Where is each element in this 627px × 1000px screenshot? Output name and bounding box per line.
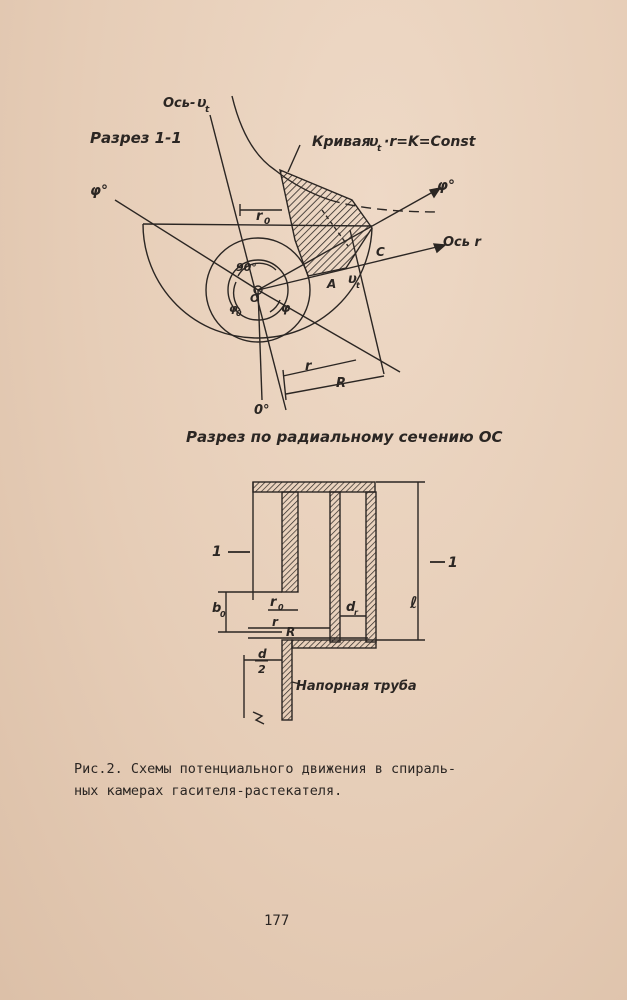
point-a-label: A bbox=[326, 277, 336, 291]
r0-label: r bbox=[256, 209, 264, 224]
bottom-labels: 1 1 b 0 r 0 r R d r ℓ d 2 Напорная труба bbox=[212, 544, 458, 694]
b0-sub: 0 bbox=[220, 610, 226, 619]
page-number: 177 bbox=[264, 913, 290, 929]
zero-deg-label: 0° bbox=[254, 403, 270, 418]
phi-left-line bbox=[114, 199, 259, 291]
zero-line bbox=[257, 289, 263, 401]
dr-sub: r bbox=[354, 608, 359, 617]
r-bottom-label: r bbox=[272, 615, 279, 629]
radial-section-drawing bbox=[218, 481, 445, 725]
section-mark-right: 1 bbox=[448, 555, 458, 571]
phi-left-label: φ° bbox=[90, 183, 108, 199]
point-c-label: C bbox=[376, 245, 385, 259]
top-labels: Разрез 1-1 Ось- υ t Кривая υ t ·r=K=Cons… bbox=[90, 95, 483, 418]
r0-bottom-sub: 0 bbox=[278, 603, 284, 612]
angle-phi0-label: φ bbox=[229, 302, 238, 315]
b0-label: b bbox=[212, 601, 221, 616]
R-bottom-label: R bbox=[286, 625, 295, 639]
caption-line-1: Рис.2. Схемы потенциального движения в с… bbox=[74, 761, 457, 777]
angle-phi-label: φ bbox=[281, 301, 291, 315]
axis-ut-sub: t bbox=[205, 105, 210, 115]
pipe-label: Напорная труба bbox=[296, 679, 417, 694]
R-dim-label: R bbox=[336, 376, 346, 391]
section-title-2: Разрез по радиальному сечению ОС bbox=[186, 428, 503, 446]
ut-label: υ bbox=[348, 272, 357, 287]
d-num-label: d bbox=[258, 647, 267, 661]
curve-formula: ·r=K=Const bbox=[384, 134, 477, 150]
section-title: Разрез 1-1 bbox=[90, 129, 182, 147]
spiral-chamber-plan-view bbox=[114, 95, 447, 411]
caption-line-2: ных камерах гасителя-растекателя. bbox=[74, 783, 343, 799]
point-o-label: O bbox=[250, 292, 259, 305]
curve-label: Кривая bbox=[312, 134, 371, 150]
hatched-region bbox=[279, 168, 373, 277]
inner-circle-large bbox=[205, 237, 311, 343]
dr-label: d bbox=[346, 600, 356, 615]
axis-r-label: Ось r bbox=[443, 235, 483, 250]
r0-sub: 0 bbox=[264, 217, 270, 227]
angle-phi0-sub: 0 bbox=[236, 309, 242, 318]
l-label: ℓ bbox=[409, 593, 418, 612]
inner-circle-small bbox=[227, 259, 289, 321]
axis-ut-sym: υ bbox=[197, 95, 207, 111]
phi-right-label: φ° bbox=[437, 178, 455, 194]
axis-ut-line bbox=[209, 114, 287, 411]
curve-sym: υ bbox=[369, 134, 379, 150]
axis-ut-label: Ось- bbox=[163, 96, 195, 111]
ut-sub: t bbox=[356, 281, 361, 290]
axis-r-line bbox=[257, 244, 446, 291]
r-dim-label: r bbox=[305, 359, 313, 374]
curve-sub: t bbox=[377, 144, 382, 154]
figure-caption: Рис.2. Схемы потенциального движения в с… bbox=[74, 758, 544, 802]
angle-90-label: 90° bbox=[236, 261, 257, 274]
section-mark-left: 1 bbox=[212, 544, 222, 560]
d-den-label: 2 bbox=[258, 663, 266, 676]
r0-bottom-label: r bbox=[270, 595, 278, 610]
chamber-outline bbox=[142, 223, 373, 339]
